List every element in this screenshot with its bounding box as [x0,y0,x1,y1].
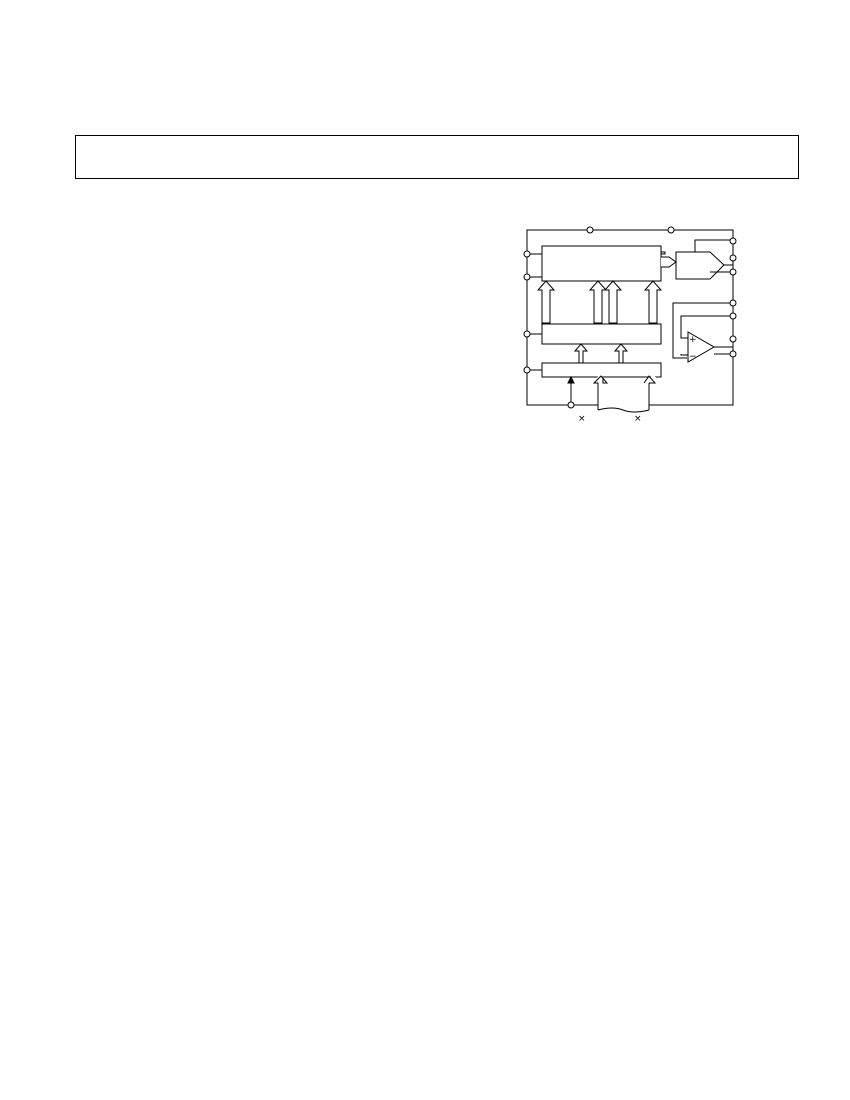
clock-pin [567,401,575,409]
right-pin-7 [729,350,737,358]
bus-arrow-left [536,280,556,324]
data-bus-input [594,375,659,410]
bus-arrow-center-right [603,280,623,324]
bus-arrow-right [643,280,663,324]
block-diagram-svg: + − × × [523,226,737,424]
right-pin-2 [729,254,737,262]
bus-arrow-interface [573,343,629,364]
left-pin-1 [523,250,531,258]
top-pin-1 [586,226,594,234]
dac-register-block [541,245,662,282]
data-bus-bottom [597,407,650,413]
left-pin-2 [523,273,531,281]
right-pin-1 [729,237,737,245]
op-amp [687,331,716,363]
right-pin-5 [729,312,737,320]
right-pin-3 [729,268,737,276]
output-amplifier [675,251,725,280]
bus-arrow-center [588,280,608,324]
opamp-minus-sign: − [689,352,697,362]
opamp-frame [672,302,733,359]
outer-frame [526,229,734,406]
left-pin-4 [523,366,531,374]
right-pin-4 [729,299,737,307]
opamp-plus-sign: + [689,335,697,345]
interface-block [541,362,662,378]
right-pin-6 [729,335,737,343]
input-register-block [541,323,662,345]
functional-block-diagram: + − × × [515,220,745,430]
top-pin-2 [667,226,675,234]
title-box [75,135,799,179]
data-width-label: × [634,414,642,424]
left-pin-3 [523,330,531,338]
clock-width-label: × [578,414,586,424]
